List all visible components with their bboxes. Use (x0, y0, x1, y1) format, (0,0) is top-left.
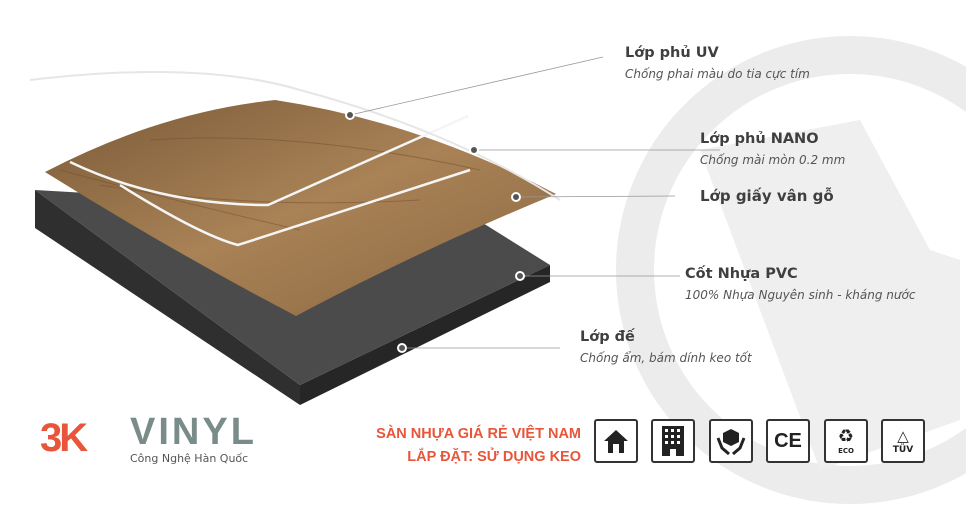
logo-tagline: Công Nghệ Hàn Quốc (130, 452, 249, 465)
brand-logo: 3K VINYL Công Nghệ Hàn Quốc (40, 411, 280, 470)
dot-wood (511, 192, 521, 202)
layer-title: Lớp giấy vân gỗ (700, 187, 834, 205)
label-wood-layer: Lớp giấy vân gỗ (700, 187, 834, 205)
dot-nano (469, 145, 479, 155)
uv-layer (29, 71, 561, 201)
layer-subtitle: Chống ẩm, bám dính keo tốt (580, 351, 752, 365)
slogan-line-1: SÀN NHỰA GIÁ RẺ VIỆT NAM (376, 426, 581, 442)
tuv-triangle-icon: △ (897, 426, 909, 445)
label-pvc-core: Cốt Nhựa PVC 100% Nhựa Nguyên sinh - khá… (685, 265, 915, 303)
hands-box-icon (709, 419, 753, 463)
logo-mark: 3K (40, 416, 88, 460)
pointer-lines (349, 56, 720, 349)
layer-subtitle: Chống mài mòn 0.2 mm (700, 153, 846, 167)
label-uv-layer: Lớp phủ UV Chống phai màu do tia cực tím (625, 44, 810, 82)
label-nano-layer: Lớp phủ NANO Chống mài mòn 0.2 mm (700, 130, 845, 168)
dot-pvc (515, 271, 525, 281)
layer-title: Lớp đế (580, 329, 635, 345)
eco-recycle-icon: ♻ ECO (824, 419, 868, 463)
layer-title: Lớp phủ NANO (700, 131, 819, 147)
layer-subtitle: Chống phai màu do tia cực tím (625, 67, 810, 81)
recycle-icon: ♻ (837, 425, 855, 447)
layer-title: Cốt Nhựa PVC (685, 266, 798, 282)
pointer-dots (345, 110, 525, 353)
layer-subtitle: 100% Nhựa Nguyên sinh - kháng nước (685, 288, 916, 302)
dot-base (397, 343, 407, 353)
watermark-logo (616, 36, 966, 504)
building-icon (651, 419, 695, 463)
tuv-icon: △ TÜV (881, 419, 925, 463)
dot-uv (345, 110, 355, 120)
home-icon (594, 419, 638, 463)
logo-word: VINYL (130, 411, 257, 453)
slogan-line-2: LẮP ĐẶT: SỬ DỤNG KEO (407, 449, 581, 465)
label-base-layer: Lớp đế Chống ẩm, bám dính keo tốt (580, 328, 752, 366)
ce-icon: CE (766, 419, 810, 463)
eco-label: ECO (838, 446, 854, 455)
wood-grain-layer (45, 100, 556, 316)
nano-layer (69, 114, 471, 247)
layer-title: Lớp phủ UV (625, 45, 719, 61)
tuv-label: TÜV (892, 444, 914, 455)
